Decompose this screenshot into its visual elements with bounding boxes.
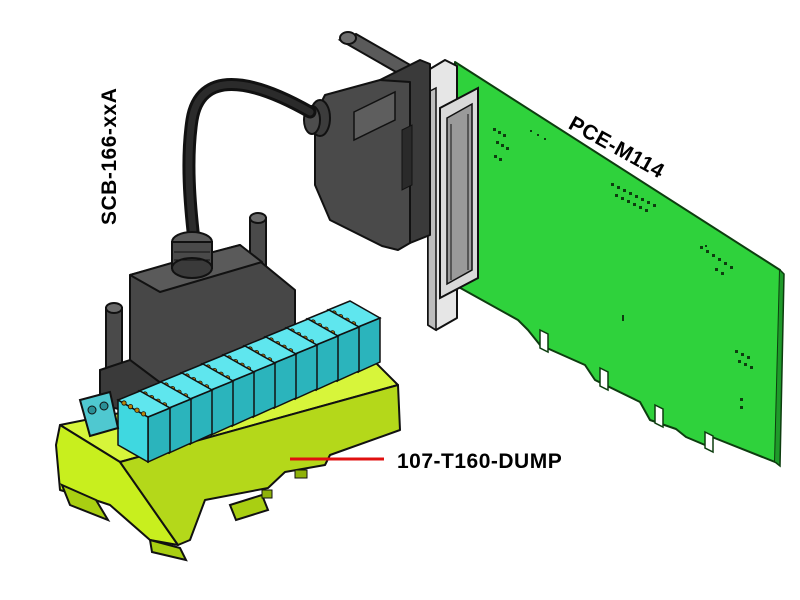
screw-terminal [140,411,147,417]
terminal-board-label: 107-T160-DUMP [397,450,563,473]
terminal-blocks [116,300,382,464]
screw-terminal [127,403,134,410]
scb-cable [182,78,317,247]
pcie-card [454,61,785,468]
power-terminal [78,390,120,438]
pcb-components [493,128,753,409]
terminal-block [116,390,172,464]
card-cable-connector [303,31,431,251]
pcb-board [454,61,781,463]
cable-label: SCB-166-xxA [98,87,121,225]
screw-terminal [134,407,140,413]
screw-terminal [121,400,127,406]
